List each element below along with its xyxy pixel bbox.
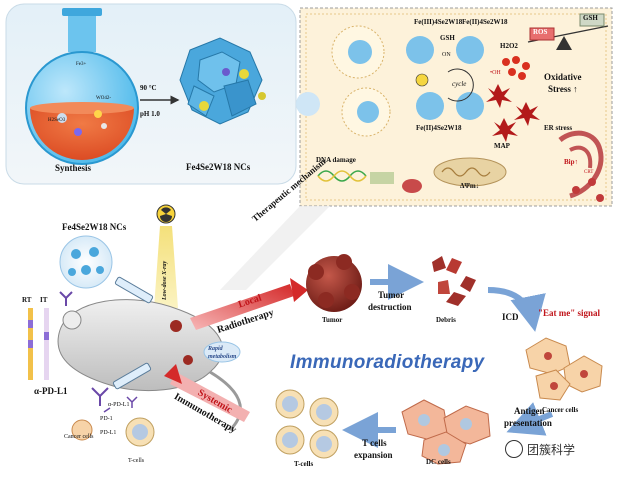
flask-fe-label: Fe3+ <box>76 62 87 67</box>
dc-cells-label: DC cells <box>426 458 451 466</box>
tcells-small-label: T-cells <box>128 458 145 464</box>
cycle-label: cycle <box>452 80 467 88</box>
oh-label: •OH <box>490 70 501 76</box>
watermark: 团簇科学 <box>505 440 575 458</box>
ros-gsh-balance <box>527 13 609 50</box>
rt-label: RT <box>22 296 32 304</box>
pd1-interaction <box>71 387 155 447</box>
antigen-arrow <box>506 402 554 436</box>
syringe-antibody <box>112 362 152 390</box>
dpsi-label: ΔΨm↓ <box>460 182 480 190</box>
destruction-label-2: destruction <box>368 302 412 312</box>
pdl1-label: PD-L1 <box>100 430 117 436</box>
gsh-box-label: GSH <box>583 14 598 22</box>
xray-label: Low-dose X-ray <box>162 260 168 300</box>
antigen-label-2: presentation <box>504 418 552 428</box>
crt-label: CRT <box>584 170 594 175</box>
anti-pdl1-small-label: α-PD-L1 <box>108 402 130 408</box>
tumor <box>306 254 362 312</box>
flask-w-label: WO42- <box>96 96 111 101</box>
watermark-text: 团簇科学 <box>527 442 576 457</box>
tcells-label: T-cells <box>294 460 314 468</box>
rapid-label-2: metabolism <box>208 354 237 360</box>
syringe-nc <box>114 276 154 304</box>
debris <box>432 256 476 306</box>
wechat-icon <box>505 440 523 458</box>
rt-it-legend-bars <box>28 308 49 380</box>
xray-beam <box>154 204 178 308</box>
er-structure <box>558 130 604 202</box>
synthesis-label: Synthesis <box>55 163 92 173</box>
ros-label: ROS <box>533 28 548 36</box>
anti-pdl1-label: α-PD-L1 <box>34 386 68 396</box>
h2o2-label: H2O2 <box>500 42 518 50</box>
flask-se-label: H2SeO3 <box>48 118 66 123</box>
fe2b-label: Fe(II)4Se2W18 <box>416 124 462 132</box>
rapid-label-1: Rapid <box>208 346 223 352</box>
redox-clusters <box>406 36 484 120</box>
nc-cluster-bubble <box>59 235 113 289</box>
er-stress-label: ER stress <box>544 124 573 132</box>
product-label: Fe4Se2W18 NCs <box>186 162 251 172</box>
tcell-exp-label-1: T cells <box>362 438 387 448</box>
stress-label: Stress ↑ <box>548 84 578 94</box>
nc-label: Fe4Se2W18 NCs <box>62 222 127 232</box>
dc-cells <box>401 399 491 465</box>
pd1-label: PD-1 <box>100 416 113 422</box>
local-arrow <box>190 278 308 330</box>
h2o2-molecules <box>502 56 530 80</box>
eat-me-label: "Eat me" signal <box>538 308 600 318</box>
fe2-label: Fe(II)4Se2W18 <box>462 18 508 26</box>
antibody-icon <box>59 291 73 306</box>
mouse-illustration <box>57 299 242 432</box>
fe3-label: Fe(III)4Se2W18 <box>414 18 463 26</box>
dna-strand <box>317 170 422 193</box>
flask-icon <box>25 8 139 165</box>
mechanism-beam <box>220 206 330 290</box>
debris-label: Debris <box>436 316 456 324</box>
cancer-cells-eat-me <box>525 337 603 401</box>
main-title: Immunoradiotherapy <box>290 352 485 373</box>
icd-arrow <box>487 287 546 332</box>
cancer-cells-small-label: Cancer cells <box>64 434 94 440</box>
systemic-arrow <box>164 364 250 422</box>
tumor-label: Tumor <box>322 316 343 324</box>
endosome-vesicles <box>296 25 391 137</box>
tcell-exp-label-2: expansion <box>354 450 393 460</box>
destruction-label-1: Tumor <box>378 290 405 300</box>
on-label: ON <box>442 52 451 58</box>
bip-label: Bip↑ <box>564 158 579 166</box>
dna-damage-label: DNA damage <box>316 156 356 164</box>
rapid-metabolism-cloud <box>203 341 241 363</box>
oxidative-label: Oxidative <box>544 72 582 82</box>
ph-label: pH 1.0 <box>140 110 160 118</box>
oh-radicals <box>486 84 540 142</box>
antigen-label-1: Antigen <box>514 406 545 416</box>
cancer-cells-label: Cancer cells <box>542 406 579 414</box>
nc-crystal-structure <box>179 37 266 125</box>
temp-label: 90 °C <box>140 84 157 92</box>
it-label: IT <box>40 296 48 304</box>
mitochondrion <box>433 157 507 187</box>
icd-label: ICD <box>502 312 519 322</box>
map-label: MAP <box>494 142 510 150</box>
gsh-label: GSH <box>440 34 455 42</box>
t-cells-cluster <box>275 389 339 459</box>
